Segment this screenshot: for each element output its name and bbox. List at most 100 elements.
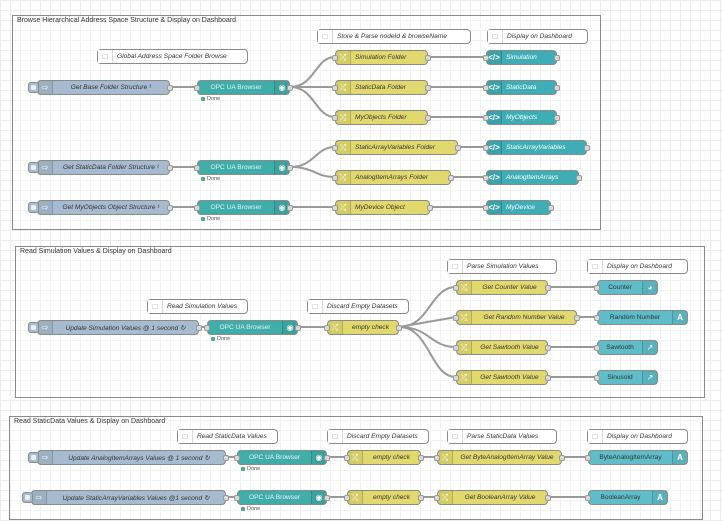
output-port[interactable] bbox=[223, 495, 229, 501]
inject-node[interactable]: ⇨ Get MyObjects Object Structure ¹ bbox=[28, 200, 173, 215]
output-port[interactable] bbox=[223, 455, 229, 461]
output-port[interactable] bbox=[584, 145, 590, 151]
output-port[interactable] bbox=[418, 455, 424, 461]
input-port[interactable] bbox=[585, 495, 591, 501]
input-port[interactable] bbox=[453, 285, 459, 291]
opcua-browser-node[interactable]: OPC UA Browser ◉ bbox=[234, 450, 330, 465]
function-node[interactable]: ⤮ empty check bbox=[344, 450, 424, 465]
output-port[interactable] bbox=[427, 205, 433, 211]
output-port[interactable] bbox=[396, 325, 402, 331]
input-port[interactable] bbox=[434, 495, 440, 501]
output-port[interactable] bbox=[554, 115, 560, 121]
inject-node[interactable]: ⇨ Get Base Folder Structure ¹ bbox=[28, 80, 173, 95]
input-port[interactable] bbox=[332, 85, 338, 91]
input-port[interactable] bbox=[594, 375, 600, 381]
function-node[interactable]: ⤮ Get Counter Value bbox=[453, 280, 551, 295]
output-port[interactable] bbox=[287, 85, 293, 91]
input-port[interactable] bbox=[332, 115, 338, 121]
template-node[interactable]: </> StaticArrayVariables bbox=[483, 140, 590, 155]
input-port[interactable] bbox=[594, 285, 600, 291]
output-port[interactable] bbox=[545, 285, 551, 291]
inject-trigger-button[interactable] bbox=[28, 322, 39, 333]
comment-node[interactable]: □ Global Address Space Folder Browse bbox=[97, 49, 248, 64]
input-port[interactable] bbox=[324, 325, 330, 331]
output-port[interactable] bbox=[425, 85, 431, 91]
output-port[interactable] bbox=[287, 165, 293, 171]
comment-node[interactable]: □ Read Simulation Values bbox=[147, 299, 248, 314]
function-node[interactable]: ⤮ AnalogItemArrays Folder bbox=[332, 170, 454, 185]
ui-text-node[interactable]: ByteAnalogItemArray A bbox=[585, 450, 688, 465]
input-port[interactable] bbox=[332, 145, 338, 151]
input-port[interactable] bbox=[194, 205, 200, 211]
output-port[interactable] bbox=[167, 165, 173, 171]
input-port[interactable] bbox=[434, 455, 440, 461]
output-port[interactable] bbox=[324, 495, 330, 501]
function-node[interactable]: ⤮ Get Sawtooth Value bbox=[453, 370, 551, 385]
comment-node[interactable]: □ Discard Empty Datasets bbox=[307, 299, 409, 314]
opcua-browser-node[interactable]: OPC UA Browser ◉ bbox=[194, 80, 293, 95]
input-port[interactable] bbox=[453, 345, 459, 351]
output-port[interactable] bbox=[554, 55, 560, 61]
template-node[interactable]: </> MyObjects bbox=[483, 110, 560, 125]
function-node[interactable]: ⤮ StaticData Folder bbox=[332, 80, 431, 95]
inject-node[interactable]: ⇨ Get StaticData Folder Structure ¹ bbox=[28, 160, 173, 175]
input-port[interactable] bbox=[453, 315, 459, 321]
comment-node[interactable]: □ Display on Dashboard bbox=[587, 259, 688, 274]
function-node[interactable]: ⤮ Get Sawtooth Value bbox=[453, 340, 551, 355]
function-node[interactable]: ⤮ StaticArrayVariables Folder bbox=[332, 140, 461, 155]
output-port[interactable] bbox=[418, 495, 424, 501]
opcua-browser-node[interactable]: OPC UA Browser ◉ bbox=[194, 200, 293, 215]
output-port[interactable] bbox=[287, 205, 293, 211]
output-port[interactable] bbox=[167, 205, 173, 211]
input-port[interactable] bbox=[332, 55, 338, 61]
output-port[interactable] bbox=[455, 145, 461, 151]
comment-node[interactable]: □ Parse Simulation Values bbox=[447, 259, 557, 274]
input-port[interactable] bbox=[483, 115, 489, 121]
comment-node[interactable]: □ Parse StaticData Values bbox=[447, 429, 557, 444]
comment-node[interactable]: □ Read StaticData Values bbox=[177, 429, 278, 444]
output-port[interactable] bbox=[196, 325, 202, 331]
ui-text-node[interactable]: BooleanArray A bbox=[585, 490, 668, 505]
output-port[interactable] bbox=[554, 85, 560, 91]
ui-gauge-node[interactable]: Counter ◕ bbox=[594, 280, 658, 295]
output-port[interactable] bbox=[425, 115, 431, 121]
ui-chart-node[interactable]: Sawtooth ↗ bbox=[594, 340, 658, 355]
output-port[interactable] bbox=[545, 345, 551, 351]
input-port[interactable] bbox=[194, 165, 200, 171]
template-node[interactable]: </> MyDevice bbox=[483, 200, 554, 215]
input-port[interactable] bbox=[332, 175, 338, 181]
output-port[interactable] bbox=[545, 495, 551, 501]
output-port[interactable] bbox=[574, 315, 580, 321]
output-port[interactable] bbox=[425, 55, 431, 61]
inject-trigger-button[interactable] bbox=[28, 162, 39, 173]
inject-node[interactable]: ⇨ Update Simulation Values @ 1 second ↻ bbox=[28, 320, 202, 335]
function-node[interactable]: ⤮ Get BooleanArray Value bbox=[434, 490, 551, 505]
input-port[interactable] bbox=[483, 145, 489, 151]
input-port[interactable] bbox=[483, 175, 489, 181]
ui-text-node[interactable]: Random Number A bbox=[594, 310, 688, 325]
inject-node[interactable]: ⇨ Update StaticArrayVariables Values @1 … bbox=[22, 490, 229, 505]
input-port[interactable] bbox=[585, 455, 591, 461]
inject-trigger-button[interactable] bbox=[28, 452, 39, 463]
output-port[interactable] bbox=[448, 175, 454, 181]
input-port[interactable] bbox=[594, 345, 600, 351]
comment-node[interactable]: □ Display on Dashboard bbox=[587, 429, 688, 444]
inject-node[interactable]: ⇨ Update AnalogItemArrays Values @ 1 sec… bbox=[28, 450, 229, 465]
input-port[interactable] bbox=[453, 375, 459, 381]
input-port[interactable] bbox=[483, 205, 489, 211]
template-node[interactable]: </> StaticData bbox=[483, 80, 560, 95]
input-port[interactable] bbox=[483, 85, 489, 91]
opcua-browser-node[interactable]: OPC UA Browser ◉ bbox=[204, 320, 301, 335]
function-node[interactable]: ⤮ MyDevice Object bbox=[332, 200, 433, 215]
input-port[interactable] bbox=[204, 325, 210, 331]
output-port[interactable] bbox=[576, 175, 582, 181]
output-port[interactable] bbox=[548, 205, 554, 211]
input-port[interactable] bbox=[194, 85, 200, 91]
function-node[interactable]: ⤮ empty check bbox=[324, 320, 402, 335]
opcua-browser-node[interactable]: OPC UA Browser ◉ bbox=[234, 490, 330, 505]
template-node[interactable]: </> Simulation bbox=[483, 50, 560, 65]
inject-trigger-button[interactable] bbox=[28, 202, 39, 213]
output-port[interactable] bbox=[545, 375, 551, 381]
function-node[interactable]: ⤮ MyObjects Folder bbox=[332, 110, 431, 125]
